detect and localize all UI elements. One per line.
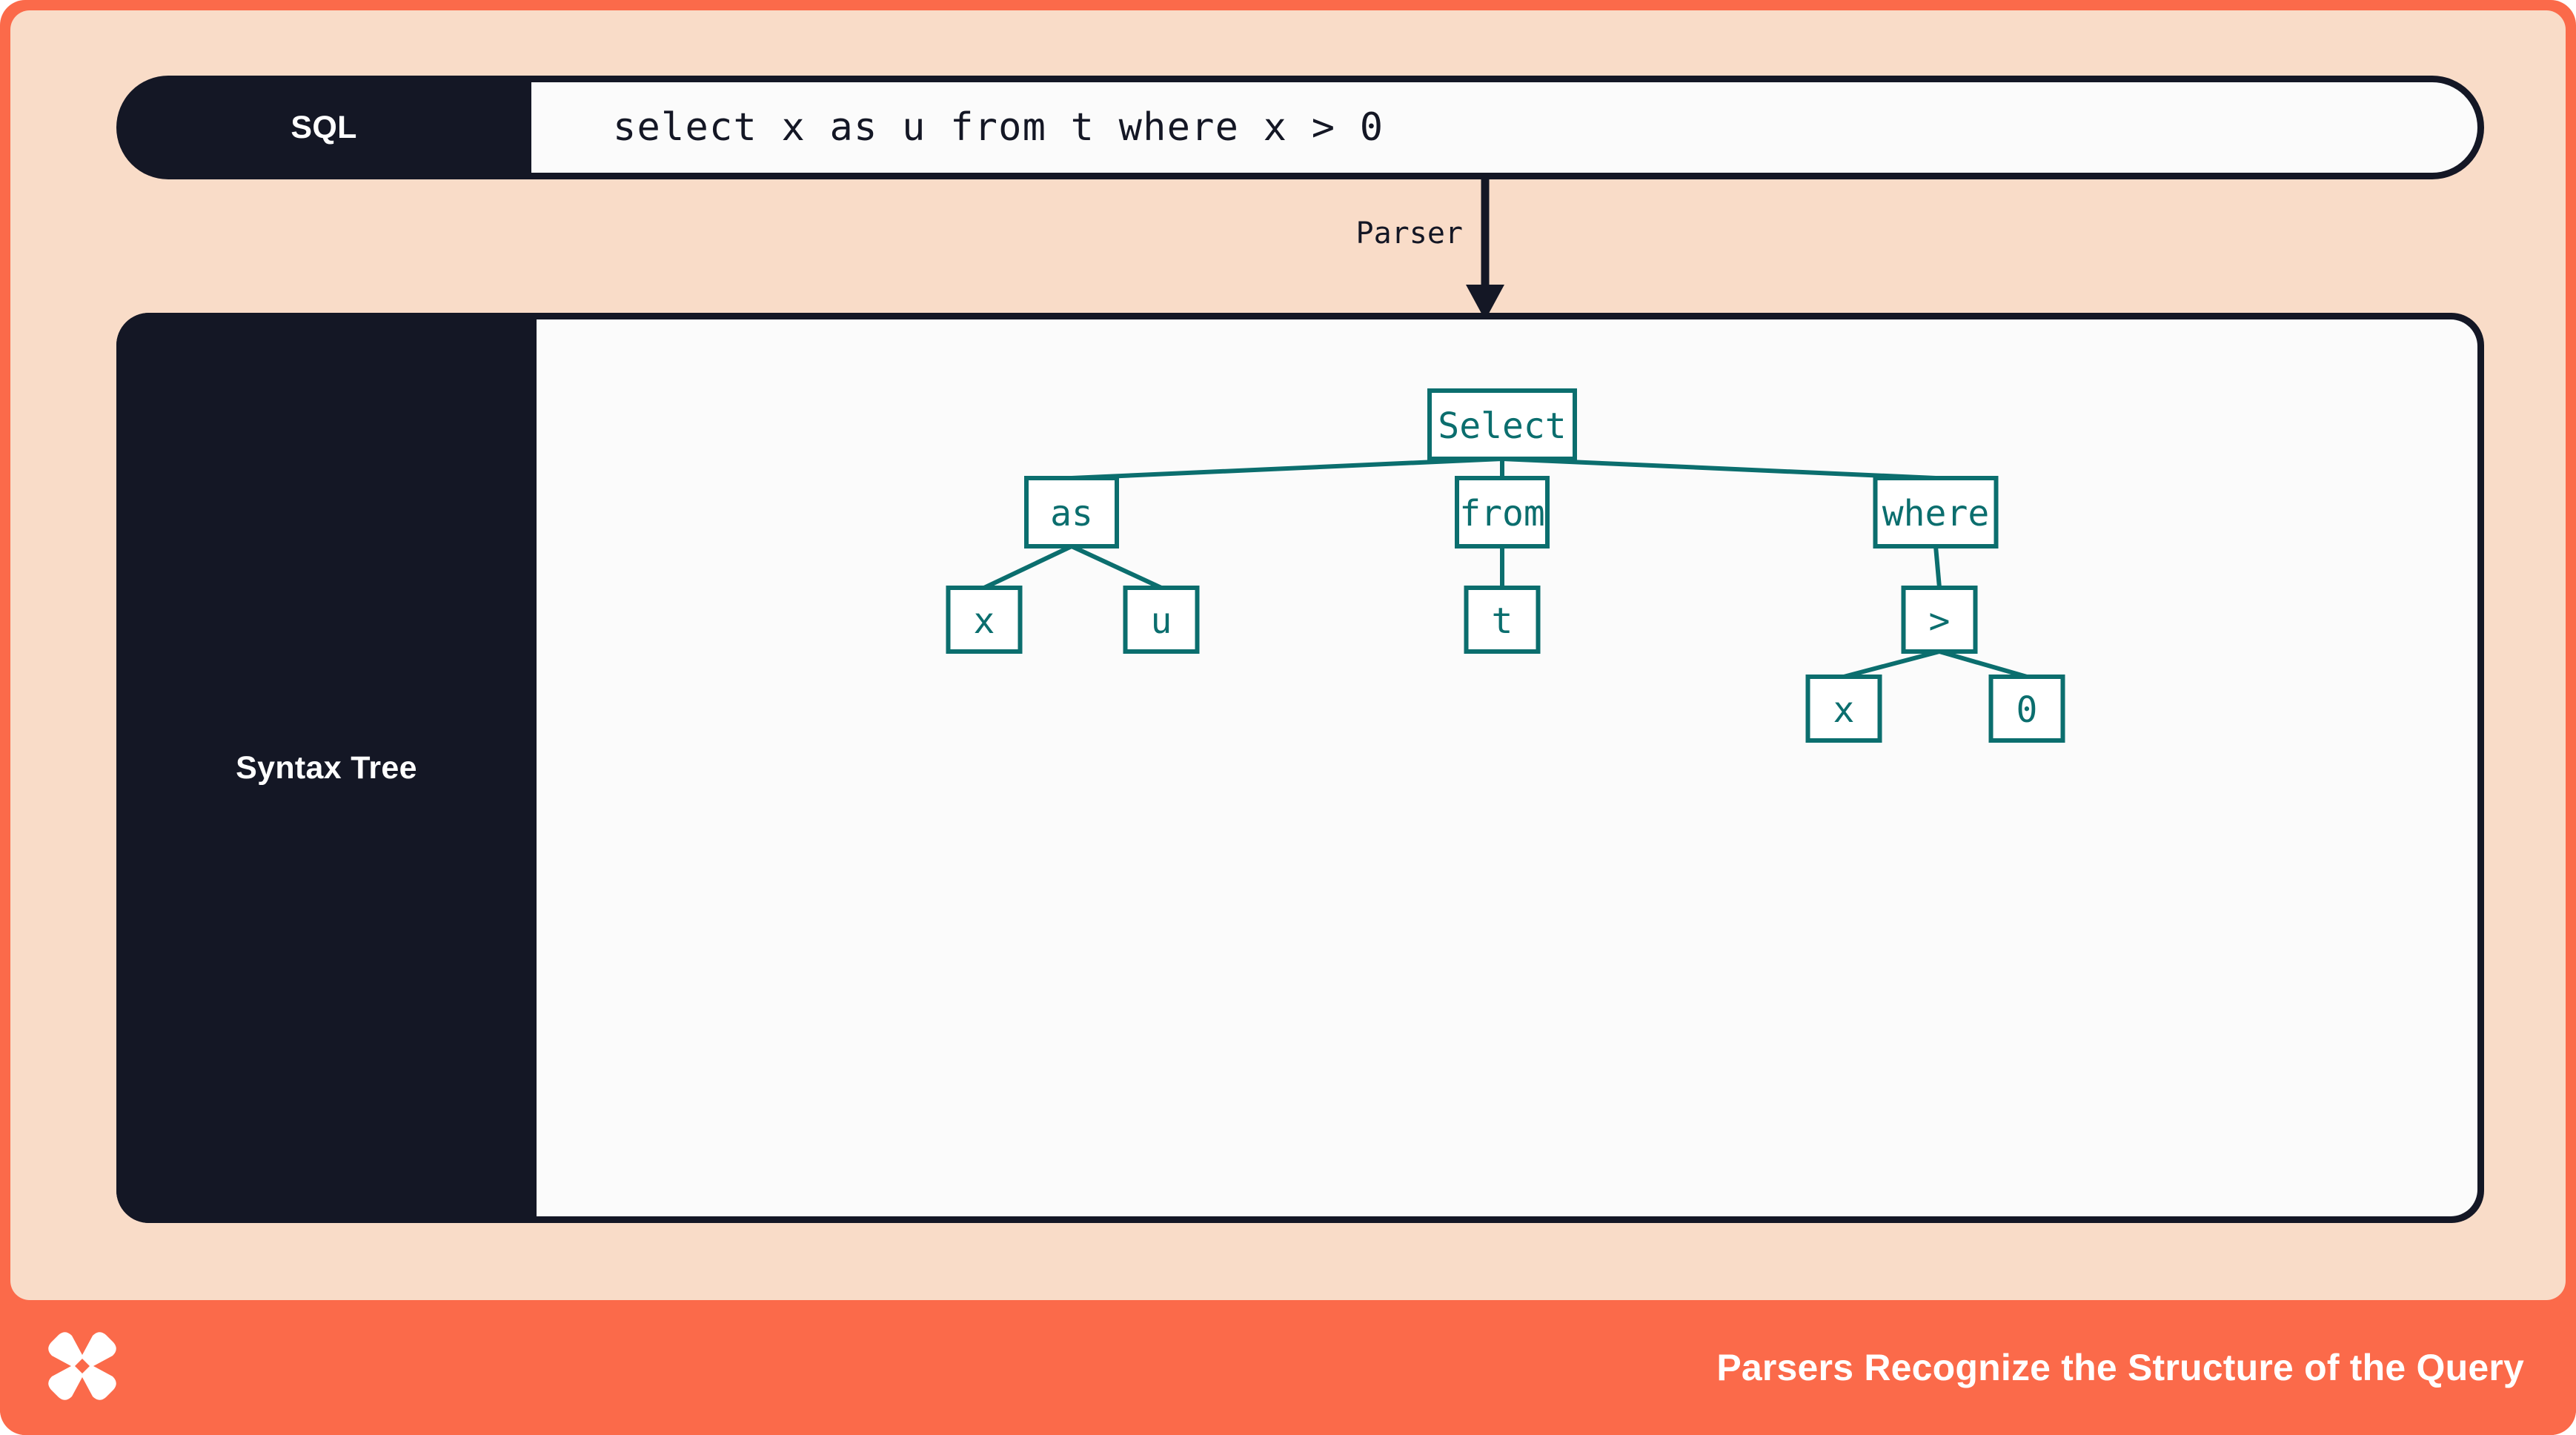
tree-node-from[interactable]: from (1455, 476, 1550, 549)
tree-edge (983, 544, 1073, 590)
syntax-tree-label-text: Syntax Tree (236, 749, 417, 786)
tree-node-as[interactable]: as (1024, 476, 1119, 549)
arrow-down-icon (1466, 175, 1504, 320)
tree-edge (1501, 457, 1936, 480)
tree-node-u[interactable]: u (1123, 586, 1200, 654)
sql-label-text: SQL (291, 109, 357, 145)
tree-node-label: 0 (2016, 689, 2038, 731)
tree-node-label: Select (1438, 405, 1566, 447)
sql-query-field[interactable]: select x as u from t where x > 0 (531, 76, 2484, 179)
tree-node-box (1427, 388, 1577, 461)
parser-label: Parser (1355, 216, 1464, 251)
tree-node-label: from (1459, 493, 1545, 534)
sql-query-text: select x as u from t where x > 0 (613, 105, 1384, 150)
tree-node-box (1123, 586, 1200, 654)
tree-node-gt[interactable]: > (1901, 586, 1978, 654)
tree-node-box (1805, 675, 1882, 743)
tree-node-x2[interactable]: x (1805, 675, 1882, 743)
tree-node-label: > (1929, 600, 1951, 642)
tree-edge (1939, 649, 2028, 679)
tree-node-label: as (1050, 493, 1093, 534)
parser-transform-group: Parser (1270, 175, 1581, 322)
footer-caption: Parsers Recognize the Structure of the Q… (1716, 1347, 2524, 1388)
syntax-tree-panel: Syntax Tree Select as from where x u t > x 0 (116, 313, 2484, 1223)
tree-edge-group (983, 457, 2028, 679)
tree-edge (1070, 544, 1163, 590)
footer-bar: Parsers Recognize the Structure of the Q… (0, 1300, 2576, 1435)
slide-body: SQL select x as u from t where x > 0 Par… (10, 10, 2566, 1300)
tree-node-box (1873, 476, 1999, 549)
tree-edge (1933, 546, 1942, 589)
syntax-tree-canvas: Select as from where x u t > x 0 (537, 319, 2477, 1216)
tree-node-box (946, 586, 1023, 654)
tree-node-box (1901, 586, 1978, 654)
tree-node-label: where (1882, 493, 1990, 534)
tree-node-label: x (974, 600, 995, 642)
tree-node-zero[interactable]: 0 (1988, 675, 2065, 743)
tree-edge (1843, 649, 1940, 679)
tree-node-box (1024, 476, 1119, 549)
tree-node-x1[interactable]: x (946, 586, 1023, 654)
tree-node-group: Select as from where x u t > x 0 (946, 388, 2065, 743)
sql-label-chip: SQL (116, 76, 531, 179)
syntax-tree-graph: Select as from where x u t > x 0 (946, 388, 2065, 743)
syntax-tree-label-column: Syntax Tree (116, 313, 537, 1223)
tree-node-t[interactable]: t (1464, 586, 1541, 654)
x-mark-logo-icon (48, 1332, 116, 1400)
tree-node-select[interactable]: Select (1427, 388, 1577, 461)
tree-edge (1071, 457, 1503, 480)
tree-node-label: x (1833, 689, 1855, 731)
tree-node-label: t (1492, 600, 1513, 642)
tree-node-label: u (1151, 600, 1172, 642)
sql-input-row: SQL select x as u from t where x > 0 (116, 76, 2484, 179)
tree-node-box (1988, 675, 2065, 743)
tree-node-box (1455, 476, 1550, 549)
tree-node-box (1464, 586, 1541, 654)
tree-node-where[interactable]: where (1873, 476, 1999, 549)
